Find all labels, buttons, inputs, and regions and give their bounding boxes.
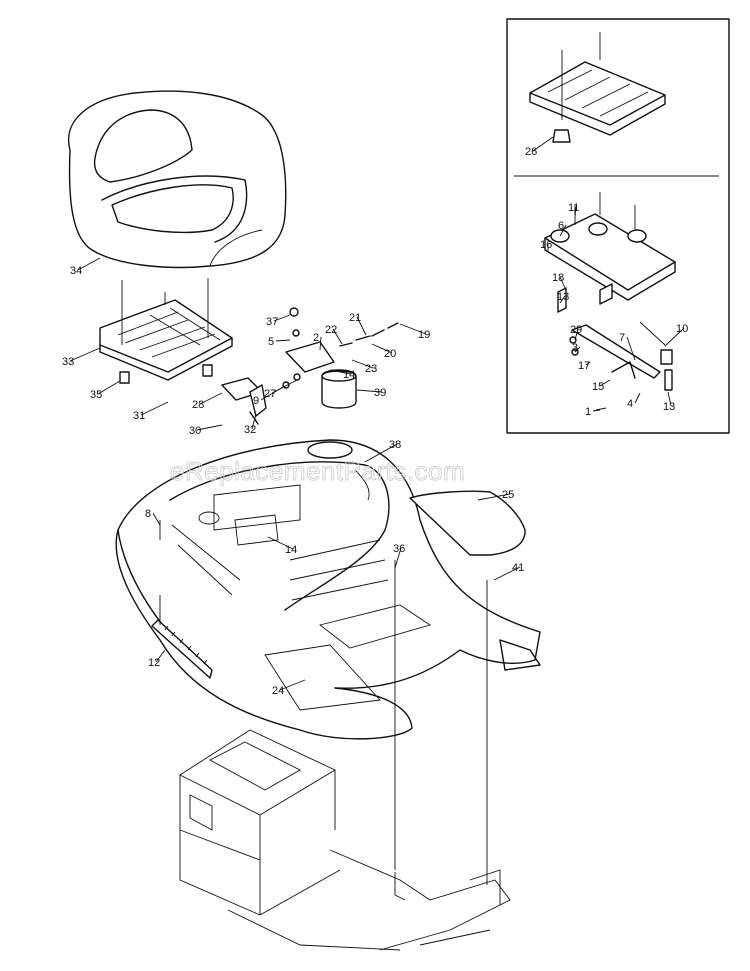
tractor-frame-drawing [179, 729, 511, 951]
leader-line [77, 257, 101, 271]
part-label-7: 7 [619, 332, 625, 344]
part-label-13: 13 [557, 291, 569, 303]
leader-line [251, 413, 257, 430]
leader-line [532, 136, 554, 152]
leader-line [267, 536, 294, 550]
part-label-16: 16 [540, 239, 552, 251]
part-label-27: 27 [264, 388, 276, 400]
part-label-38: 38 [389, 439, 401, 451]
leader-line [199, 392, 223, 405]
part-label-33: 33 [62, 356, 74, 368]
watermark-text: eReplacementParts.com [170, 456, 465, 486]
part-label-35: 35 [90, 389, 102, 401]
part-label-32: 32 [244, 424, 256, 436]
part-label-1: 1 [585, 406, 591, 418]
leader-line [664, 327, 685, 347]
part-label-8: 8 [145, 508, 151, 520]
leader-line [592, 409, 601, 412]
part-label-4: 4 [627, 398, 633, 410]
part-label-6: 6 [558, 220, 564, 232]
part-label-2: 2 [313, 332, 319, 344]
part-label-3: 3 [572, 342, 578, 354]
leader-line [356, 389, 383, 393]
part-label-12: 12 [148, 657, 160, 669]
leader-line [196, 424, 223, 431]
leader-line [559, 295, 566, 304]
part-label-11: 11 [568, 202, 579, 214]
part-label-25: 25 [502, 489, 514, 501]
leader-line [273, 314, 291, 322]
part-label-17: 17 [578, 360, 590, 372]
leader-line [364, 443, 398, 463]
leader-line [585, 361, 591, 366]
leader-line [69, 347, 101, 362]
part-label-21: 21 [349, 312, 361, 324]
leader-line [152, 512, 161, 526]
leader-line [97, 380, 121, 395]
leader-line [155, 649, 166, 663]
leader-line [574, 346, 581, 353]
part-label-14: 14 [343, 369, 355, 381]
part-label-34: 34 [70, 265, 82, 277]
part-label-15: 15 [592, 381, 604, 393]
leader-line [140, 401, 169, 416]
part-label-19: 19 [418, 329, 430, 341]
part-label-26: 26 [525, 146, 537, 158]
seat-drawing [67, 90, 287, 269]
leader-line [599, 379, 611, 387]
leader-line [329, 369, 352, 375]
part-label-9: 9 [253, 395, 259, 407]
part-label-23: 23 [365, 363, 377, 375]
seat-bracket-drawing [99, 278, 233, 384]
leader-line [634, 392, 641, 404]
footrest-mat-drawing [409, 490, 526, 556]
inset-box [506, 18, 730, 434]
leader-line [574, 328, 579, 341]
leader-line [667, 391, 672, 407]
leader-line [271, 379, 298, 394]
part-label-13: 13 [663, 401, 675, 413]
leader-line [356, 316, 367, 336]
fender-deck-drawing [115, 439, 541, 740]
part-label-24: 24 [272, 685, 284, 697]
part-label-18: 18 [552, 272, 564, 284]
leader-line [574, 206, 577, 218]
leader-line [626, 336, 636, 361]
part-label-22: 22 [325, 324, 337, 336]
part-label-20: 20 [384, 348, 396, 360]
part-label-29: 29 [570, 324, 582, 336]
part-label-31: 31 [133, 410, 145, 422]
part-label-14: 14 [285, 544, 297, 556]
part-label-28: 28 [192, 399, 204, 411]
leader-line [371, 343, 393, 354]
leader-line [275, 339, 291, 342]
leader-line [493, 566, 521, 581]
leader-line [351, 359, 374, 369]
part-label-37: 37 [266, 316, 278, 328]
part-label-5: 5 [268, 336, 274, 348]
leader-line [394, 547, 402, 569]
part-label-39: 39 [374, 387, 386, 399]
leader-line [332, 328, 343, 345]
part-label-41: 41 [512, 562, 524, 574]
part-label-36: 36 [393, 543, 405, 555]
seat-latch-parts-drawing [221, 307, 399, 425]
height-adjust-bar-drawing [151, 619, 213, 679]
part-label-30: 30 [189, 425, 201, 437]
leader-line [319, 336, 322, 351]
part-label-10: 10 [676, 323, 688, 335]
leader-line [399, 323, 427, 335]
leader-line [559, 276, 566, 289]
leader-line [477, 493, 511, 501]
leader-line [559, 224, 567, 237]
leader-line [279, 679, 306, 691]
